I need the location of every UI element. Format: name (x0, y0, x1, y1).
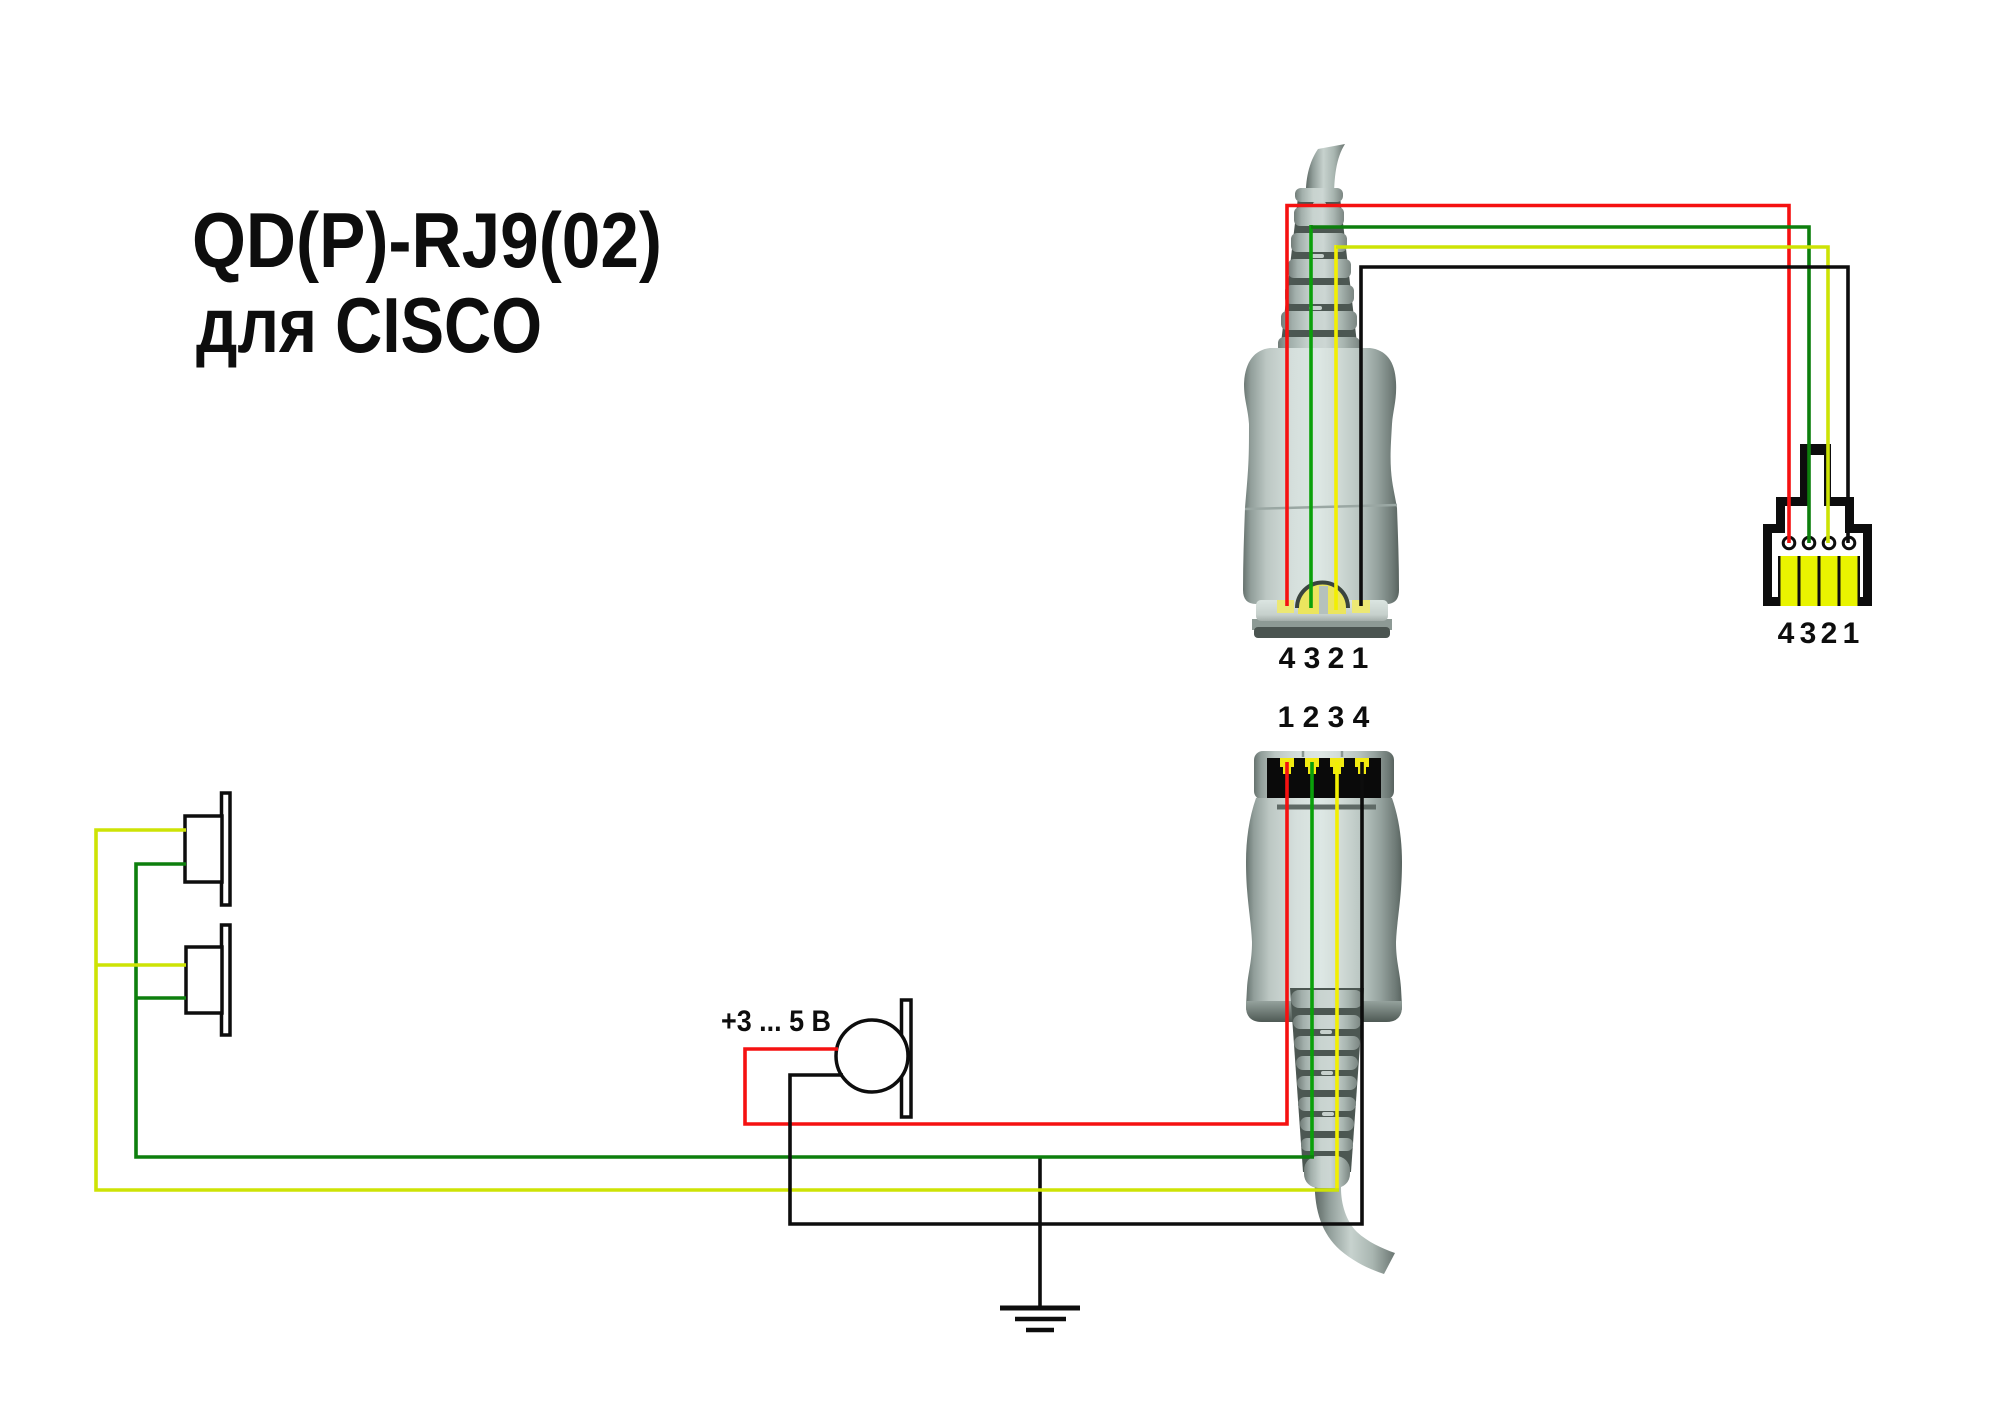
svg-text:+3 ... 5 В: +3 ... 5 В (721, 1005, 831, 1038)
svg-text:4: 4 (1778, 617, 1795, 650)
svg-text:2: 2 (1303, 701, 1320, 734)
svg-text:3: 3 (1304, 642, 1321, 675)
svg-text:3: 3 (1800, 617, 1817, 650)
svg-text:1: 1 (1278, 701, 1295, 734)
svg-text:1: 1 (1352, 642, 1369, 675)
svg-text:QD(P)-RJ9(02): QD(P)-RJ9(02) (192, 196, 662, 284)
svg-text:2: 2 (1821, 617, 1838, 650)
svg-text:1: 1 (1843, 617, 1860, 650)
svg-text:для CISCO: для CISCO (196, 281, 542, 369)
svg-text:2: 2 (1328, 642, 1345, 675)
svg-text:3: 3 (1328, 701, 1345, 734)
svg-text:4: 4 (1279, 642, 1296, 675)
svg-text:4: 4 (1353, 701, 1370, 734)
